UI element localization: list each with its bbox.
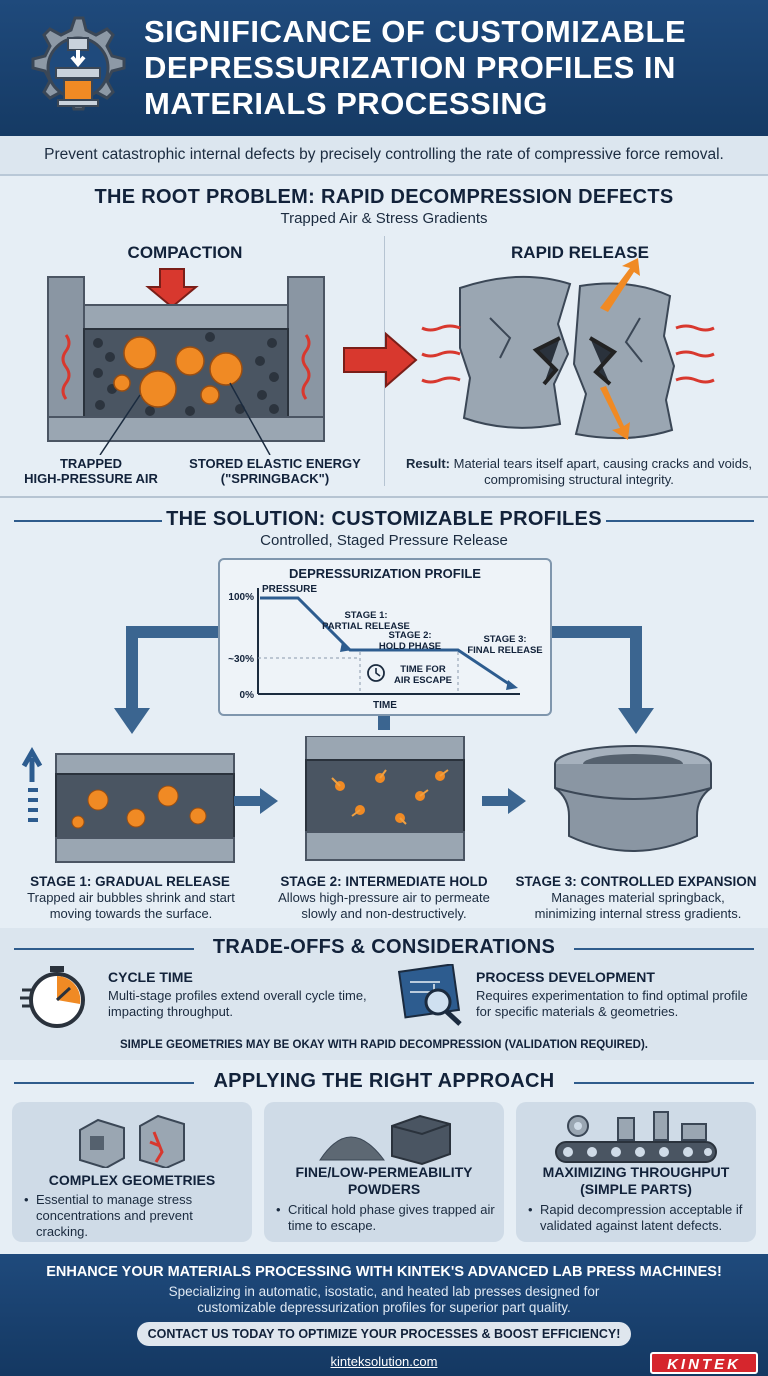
result-body: Material tears itself apart, causing cra… [450,456,753,487]
cycle-time-text: Multi-stage profiles extend overall cycl… [108,988,367,1019]
tradeoffs-note: SIMPLE GEOMETRIES MAY BE OKAY WITH RAPID… [120,1039,648,1051]
expanded-ring-diagram [554,745,712,852]
compaction-label: COMPACTION [127,243,243,262]
trapped-air-label: TRAPPED HIGH-PRESSURE AIR [16,456,166,486]
stage2-label: STAGE 2: HOLD PHASE [378,630,442,652]
title-rule-right [574,1082,754,1084]
cracked-cylinder-diagram [421,258,715,440]
result-text: Result: Material tears itself apart, cau… [404,456,754,488]
stage3-label: STAGE 3: FINAL RELEASE [467,634,543,656]
card-title: FINE/LOW-PERMEABILITY POWDERS [295,1164,473,1197]
cycle-time-title: CYCLE TIME [108,969,193,985]
stage3-text: Manages material springback, minimizing … [534,890,742,921]
right-arrow-icon [343,331,418,389]
section-separator [0,496,768,498]
stopwatch-icon [20,966,85,1028]
problem-subtitle: Trapped Air & Stress Gradients [280,210,488,227]
problem-section-title: THE ROOT PROBLEM: RAPID DECOMPRESSION DE… [0,186,768,209]
title-rule-right [606,520,754,522]
stage1-title: STAGE 1: GRADUAL RELEASE [30,874,230,889]
rapid-release-label: RAPID RELEASE [511,243,649,262]
profile-chart [257,588,520,695]
page-title: SIGNIFICANCE OF CUSTOMIZABLE DEPRESSURIZ… [144,14,687,121]
stage1-label: STAGE 1: PARTIAL RELEASE [322,610,410,632]
y-axis-label: PRESSURE [262,584,318,595]
flow-arrows [114,626,654,734]
intro-text: Prevent catastrophic internal defects by… [44,146,724,163]
footer-headline: ENHANCE YOUR MATERIALS PROCESSING WITH K… [46,1264,722,1280]
title-rule-left [14,520,162,522]
stage1-die-diagram [21,746,235,863]
website-link[interactable]: kinteksolution.com [330,1354,438,1369]
stage2-title: STAGE 2: INTERMEDIATE HOLD [280,874,488,889]
down-arrow-icon [145,268,199,309]
y-tick-30: ~30% [228,654,254,665]
blueprint-magnifier-icon [398,964,462,1026]
clock-icon [367,664,385,682]
card-title: MAXIMIZING THROUGHPUT (SIMPLE PARTS) [542,1164,730,1197]
tradeoffs-title-text: TRADE-OFFS & CONSIDERATIONS [212,936,556,958]
complex-part-icon [79,1114,185,1168]
powder-pile-icon [319,1114,451,1166]
tradeoffs-band [0,928,768,1060]
title-rule-right [574,948,754,950]
right-arrow-icon [234,788,278,814]
approach-card-powders: FINE/LOW-PERMEABILITY POWDERS Critical h… [264,1102,504,1242]
footer-banner: ENHANCE YOUR MATERIALS PROCESSING WITH K… [0,1254,768,1376]
trapped-air-text: TRAPPED HIGH-PRESSURE AIR [24,456,158,486]
kintek-logo: KINTEK [650,1352,758,1374]
tradeoffs-section-title: TRADE-OFFS & CONSIDERATIONS [0,936,768,959]
approach-section-title: APPLYING THE RIGHT APPROACH [0,1070,768,1093]
card-bullet: Critical hold phase gives trapped air ti… [276,1202,498,1234]
profile-title: DEPRESSURIZATION PROFILE [289,566,481,581]
compaction-die-diagram [47,268,325,455]
stage1-text: Trapped air bubbles shrink and start mov… [27,890,235,921]
stage2-text: Allows high-pressure air to permeate slo… [278,890,490,921]
x-axis-label: TIME [373,700,397,711]
card-bullets: Essential to manage stress concentration… [24,1192,246,1240]
hold-note: TIME FOR AIR ESCAPE [393,664,453,686]
process-dev-title: PROCESS DEVELOPMENT [476,969,655,985]
y-tick-100: 100% [228,592,254,603]
card-bullets: Critical hold phase gives trapped air ti… [276,1202,498,1234]
right-arrow-icon [482,788,526,814]
stage3-title: STAGE 3: CONTROLLED EXPANSION [515,874,757,889]
process-dev-text: Requires experimentation to find optimal… [476,988,748,1019]
card-title: COMPLEX GEOMETRIES [48,1172,216,1188]
approach-card-complex: COMPLEX GEOMETRIES Essential to manage s… [12,1102,252,1242]
up-arrow-icon [21,746,43,782]
contact-cta-button[interactable]: CONTACT US TODAY TO OPTIMIZE YOUR PROCES… [137,1322,631,1346]
title-rule-left [14,1082,194,1084]
profile-chart-panel: DEPRESSURIZATION PROFILE PRESSURE 100% ~… [218,558,552,716]
y-tick-0: 0% [239,690,254,701]
result-bold: Result: [405,456,451,471]
stage2-die-diagram [305,736,465,861]
header-banner: SIGNIFICANCE OF CUSTOMIZABLE DEPRESSURIZ… [0,0,768,136]
intro-strip: Prevent catastrophic internal defects by… [0,136,768,176]
gear-press-icon [31,16,126,111]
approach-title-text: APPLYING THE RIGHT APPROACH [213,1070,555,1092]
card-bullet: Essential to manage stress concentration… [24,1192,246,1240]
problem-title-text: THE ROOT PROBLEM: RAPID DECOMPRESSION DE… [94,186,674,208]
card-bullet: Rapid decompression acceptable if valida… [528,1202,750,1234]
title-rule-left [14,948,194,950]
footer-text: Specializing in automatic, isostatic, an… [168,1284,600,1315]
elastic-energy-text: STORED ELASTIC ENERGY ("SPRINGBACK") [189,456,361,486]
solution-section-title: THE SOLUTION: CUSTOMIZABLE PROFILES [0,508,768,531]
solution-subtitle: Controlled, Staged Pressure Release [260,532,508,549]
conveyor-parts-icon [555,1111,717,1163]
card-bullets: Rapid decompression acceptable if valida… [528,1202,750,1234]
solution-title-text: THE SOLUTION: CUSTOMIZABLE PROFILES [166,508,602,530]
approach-card-throughput: MAXIMIZING THROUGHPUT (SIMPLE PARTS) Rap… [516,1102,756,1242]
elastic-energy-label: STORED ELASTIC ENERGY ("SPRINGBACK") [180,456,370,486]
